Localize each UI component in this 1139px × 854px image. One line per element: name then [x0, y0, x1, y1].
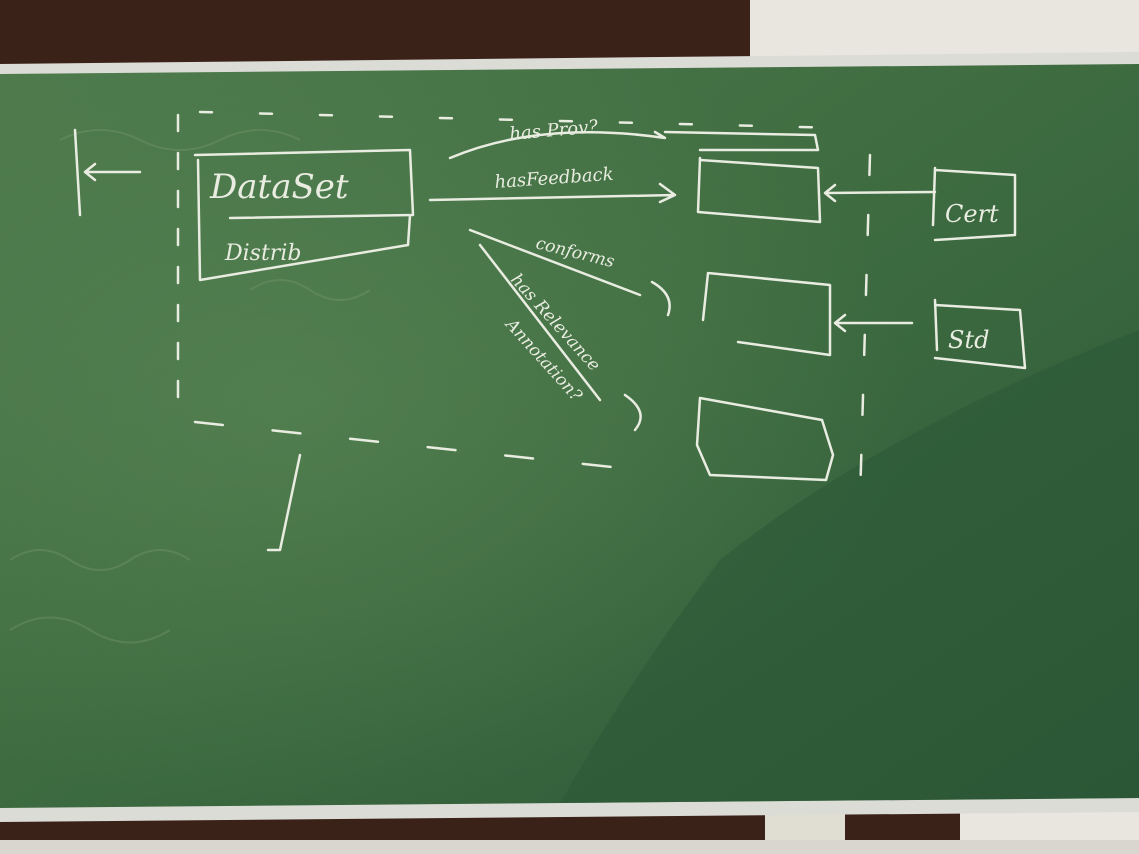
middle-bracket-2 [623, 393, 642, 432]
label-dataset: DataSet [209, 167, 349, 207]
erased-writing [9, 129, 371, 644]
cert-arrow [823, 183, 937, 203]
bottom-box [695, 396, 835, 482]
bottom-bracket [266, 453, 302, 552]
has-feedback-arrow [428, 182, 677, 204]
label-std: Std [948, 326, 989, 354]
left-marker [73, 128, 82, 217]
top-box [663, 130, 822, 224]
label-distrib: Distrib [224, 241, 301, 266]
dataset-box [193, 148, 415, 282]
std-box [933, 298, 1027, 370]
cert-box [931, 166, 1017, 242]
middle-bracket-1 [650, 280, 671, 317]
relevance-line [478, 243, 602, 402]
board-dark-region [560, 330, 1139, 803]
middle-box [701, 271, 832, 357]
std-arrow [833, 313, 914, 333]
floor-strip [0, 840, 1139, 854]
conforms-line [468, 228, 642, 297]
wall-light-panel [750, 0, 1139, 60]
left-arrow [83, 162, 142, 182]
chalk-diagram [73, 110, 1027, 552]
has-prov-arrow [448, 130, 667, 160]
label-cert: Cert [945, 200, 999, 228]
